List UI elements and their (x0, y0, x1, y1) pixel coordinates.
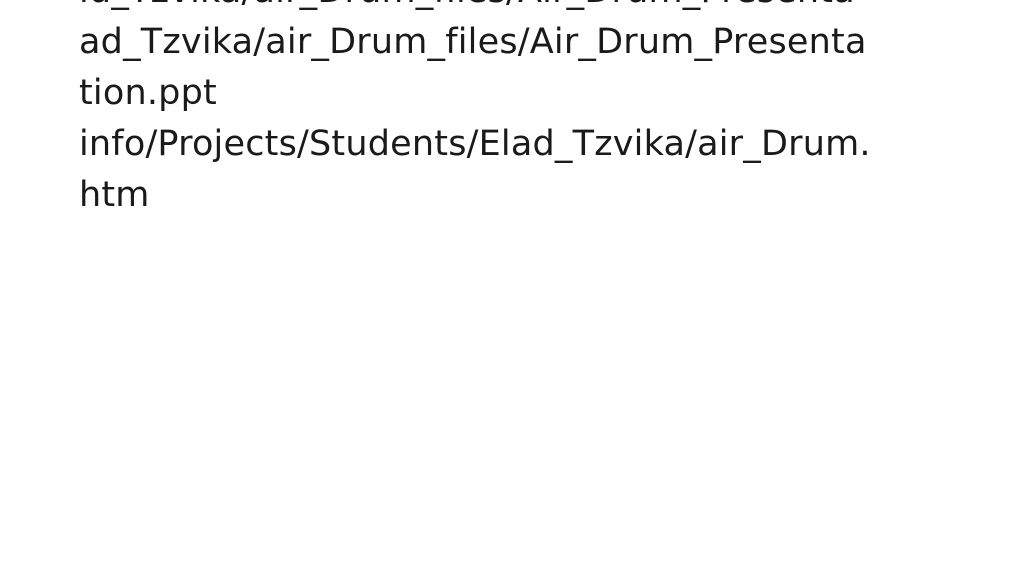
slide-body-text: id_Tzvika/air_Drum_files/Air_Drum_Presen… (79, 0, 959, 221)
text-line: ad_Tzvika/air_Drum_files/Air_Drum_Presen… (79, 22, 867, 62)
text-line-cut-off: id_Tzvika/air_Drum_files/Air_Drum_Presen… (79, 0, 959, 17)
text-line: info/Projects/Students/Elad_Tzvika/air_D… (79, 124, 871, 164)
text-line: htm (79, 175, 150, 215)
text-line: tion.ppt (79, 73, 217, 113)
